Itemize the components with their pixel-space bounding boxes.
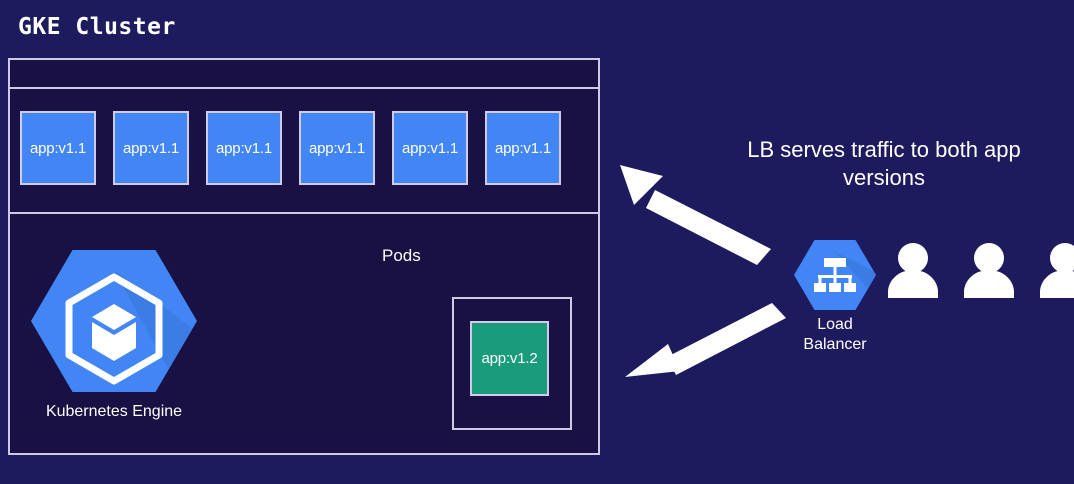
pod-label: app:v1.1 (402, 139, 458, 157)
pod-app-v1-2[interactable]: app:v1.2 (470, 321, 549, 396)
user-icon (1040, 243, 1074, 298)
kubernetes-engine-block: Kubernetes Engine (28, 246, 200, 421)
cluster-header-strip (10, 60, 598, 89)
kubernetes-engine-hexagon-icon (31, 246, 197, 396)
page-title: GKE Cluster (18, 14, 176, 40)
kubernetes-engine-caption: Kubernetes Engine (45, 403, 183, 420)
pod-app-v1-1[interactable]: app:v1.1 (113, 111, 189, 185)
load-balancer-hexagon-icon (794, 238, 876, 312)
gke-cluster-box: app:v1.1 app:v1.1 app:v1.1 app:v1.1 app:… (8, 58, 600, 455)
pod-app-v1-1[interactable]: app:v1.1 (392, 111, 468, 185)
pod-app-v1-1[interactable]: app:v1.1 (20, 111, 96, 185)
user-icon (964, 243, 1014, 298)
pod-label: app:v1.2 (481, 350, 538, 367)
pod-app-v1-1[interactable]: app:v1.1 (299, 111, 375, 185)
pod-label: app:v1.1 (216, 139, 272, 157)
user-icon (888, 243, 938, 298)
load-balancer-caption-line-1: Load (817, 316, 853, 333)
pod-label: app:v1.1 (30, 139, 86, 157)
pod-app-v1-1[interactable]: app:v1.1 (206, 111, 282, 185)
pod-label: app:v1.1 (495, 139, 551, 157)
annotation-text: LB serves traffic to both app versions (704, 136, 1064, 192)
new-pod-container: app:v1.2 (452, 297, 572, 430)
pods-label: Pods (382, 246, 421, 265)
load-balancer-caption-line-2: Balancer (803, 336, 867, 353)
pod-label: app:v1.1 (123, 139, 179, 157)
annotation-line-1: LB serves traffic to both app (747, 137, 1021, 162)
arrow-to-pod-v1-2 (625, 303, 786, 377)
load-balancer-caption: Load Balancer (785, 315, 885, 355)
pods-region: app:v1.1 app:v1.1 app:v1.1 app:v1.1 app:… (10, 89, 598, 214)
users-group (886, 242, 1074, 298)
pods-row: app:v1.1 app:v1.1 app:v1.1 app:v1.1 app:… (20, 111, 561, 185)
annotation-line-2: versions (843, 165, 925, 190)
pod-label: app:v1.1 (309, 139, 365, 157)
pod-app-v1-1[interactable]: app:v1.1 (485, 111, 561, 185)
load-balancer-block[interactable]: Load Balancer (785, 238, 885, 355)
